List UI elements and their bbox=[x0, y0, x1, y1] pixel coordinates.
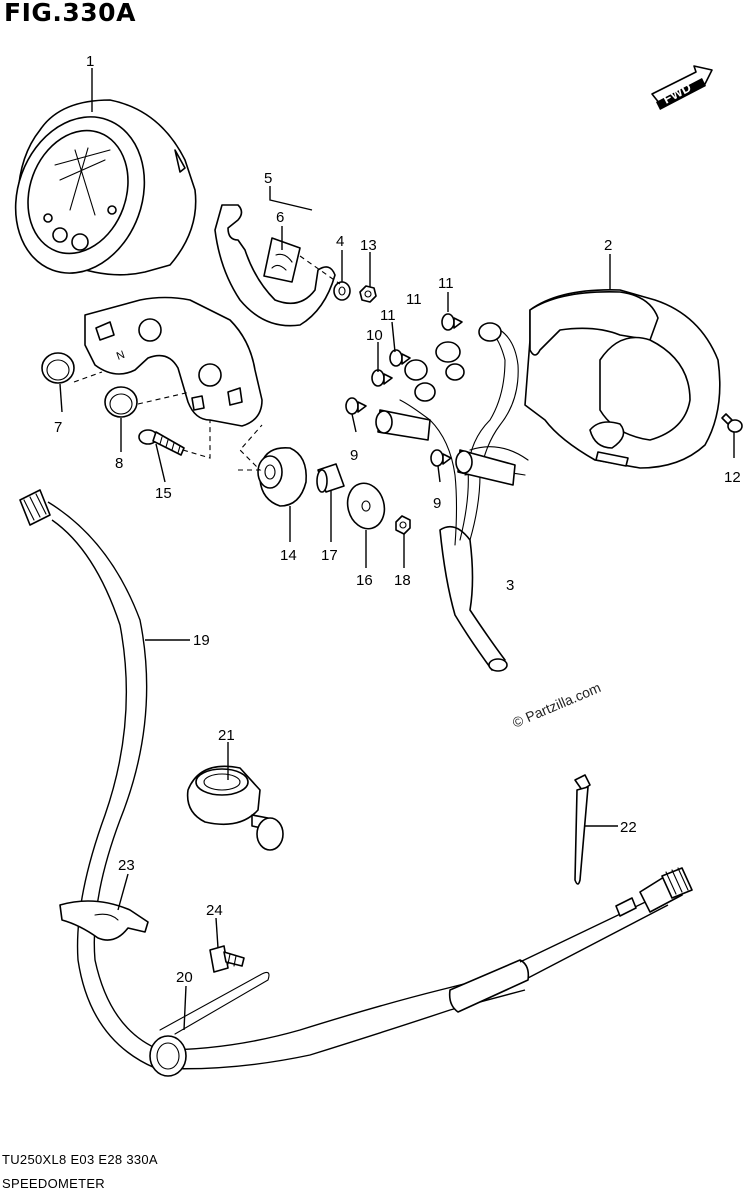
grommet-7[interactable] bbox=[41, 352, 75, 384]
callout-4: 4 bbox=[336, 233, 344, 250]
forward-arrow-icon: FWD bbox=[651, 65, 713, 110]
meter-mounting-plate[interactable]: N bbox=[84, 296, 263, 427]
callout-11-b: 11 bbox=[406, 291, 422, 308]
callout-14: 14 bbox=[280, 547, 297, 564]
callout-21: 21 bbox=[218, 727, 235, 744]
callout-7: 7 bbox=[54, 419, 62, 436]
callout-10: 10 bbox=[366, 327, 383, 344]
callout-19: 19 bbox=[193, 632, 210, 649]
callout-numbers: 1 2 3 4 5 6 7 8 9 9 10 11 11 11 12 13 14… bbox=[54, 53, 741, 986]
callout-22: 22 bbox=[620, 819, 637, 836]
meter-case-cover[interactable] bbox=[524, 289, 721, 469]
bulb-11-a[interactable] bbox=[441, 313, 463, 331]
callout-11-c: 11 bbox=[380, 307, 396, 324]
callout-9-b: 9 bbox=[433, 495, 441, 512]
wiring-harness[interactable] bbox=[375, 322, 529, 672]
callout-leaders bbox=[59, 68, 735, 1031]
callout-3: 3 bbox=[506, 577, 514, 594]
callout-23: 23 bbox=[118, 857, 135, 874]
bolt-24[interactable] bbox=[209, 945, 245, 973]
nut-18[interactable] bbox=[395, 515, 411, 535]
screw-15[interactable] bbox=[138, 429, 185, 456]
spacer-17[interactable] bbox=[316, 463, 345, 493]
cable-clip-20[interactable] bbox=[149, 971, 270, 1077]
screw-12[interactable] bbox=[721, 413, 743, 433]
callout-12: 12 bbox=[724, 469, 741, 486]
callout-2: 2 bbox=[604, 237, 612, 254]
callout-6: 6 bbox=[276, 209, 284, 226]
callout-5: 5 bbox=[264, 170, 272, 187]
speedometer-meter-body[interactable] bbox=[0, 99, 197, 292]
cable-guide-21[interactable] bbox=[186, 765, 284, 851]
assembly-guide-lines bbox=[73, 255, 341, 471]
callout-15: 15 bbox=[155, 485, 172, 502]
callout-16: 16 bbox=[356, 572, 373, 589]
washer-16[interactable] bbox=[343, 479, 390, 533]
bulb-9-a[interactable] bbox=[345, 397, 367, 415]
callout-1: 1 bbox=[86, 53, 94, 70]
cable-tie-22[interactable] bbox=[574, 774, 591, 885]
callout-20: 20 bbox=[176, 969, 193, 986]
footer-model-code: TU250XL8 E03 E28 330A bbox=[2, 1152, 158, 1167]
speedometer-cable[interactable] bbox=[19, 489, 693, 1070]
fwd-label: FWD bbox=[660, 80, 693, 107]
clamp-23[interactable] bbox=[59, 900, 149, 941]
callout-9-a: 9 bbox=[350, 447, 358, 464]
nut-13[interactable] bbox=[359, 285, 377, 303]
footer-section-name: SPEEDOMETER bbox=[2, 1176, 105, 1191]
callout-8: 8 bbox=[115, 455, 123, 472]
bulb-10[interactable] bbox=[371, 369, 393, 387]
bulb-9-b[interactable] bbox=[430, 449, 452, 467]
callout-18: 18 bbox=[394, 572, 411, 589]
callout-24: 24 bbox=[206, 902, 223, 919]
bulb-11-b[interactable] bbox=[389, 349, 411, 367]
svg-text:N: N bbox=[115, 349, 127, 363]
washer-4[interactable] bbox=[333, 281, 351, 301]
callout-17: 17 bbox=[321, 547, 338, 564]
callout-11-a: 11 bbox=[438, 275, 454, 292]
callout-13: 13 bbox=[360, 237, 377, 254]
cushion-14[interactable] bbox=[257, 446, 307, 507]
figure-title: FIG.330A bbox=[4, 0, 136, 27]
grommet-8[interactable] bbox=[104, 386, 138, 418]
bracket-and-socket[interactable] bbox=[214, 204, 336, 327]
